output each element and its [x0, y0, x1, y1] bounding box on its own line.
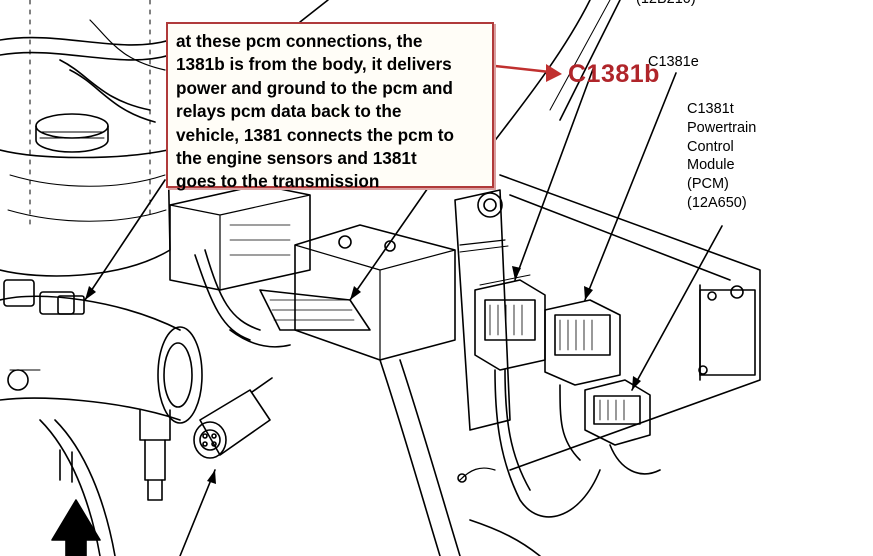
connector-c1381t	[584, 379, 651, 446]
label-c1381t-pcm: C1381t Powertrain Control Module (PCM) (…	[687, 101, 757, 211]
label-c1381b: C1381b	[568, 60, 660, 88]
connector-c1381b	[474, 274, 546, 371]
annotation-callout: at these pcm connections, the 1381b is f…	[166, 22, 494, 191]
connector-c1381e	[544, 299, 621, 386]
reservoir-cap	[35, 113, 109, 153]
label-c1381e: C1381e	[648, 54, 699, 70]
round-connector	[193, 377, 273, 459]
throttle-tube	[0, 295, 203, 424]
central-module	[194, 224, 456, 361]
callout-text: at these pcm connections, the 1381b is f…	[176, 31, 454, 192]
pcm-body	[499, 174, 761, 471]
callout-arrow	[494, 64, 562, 82]
label-partial-top: (12B210)	[636, 0, 696, 9]
down-arrow-icon	[51, 499, 101, 556]
